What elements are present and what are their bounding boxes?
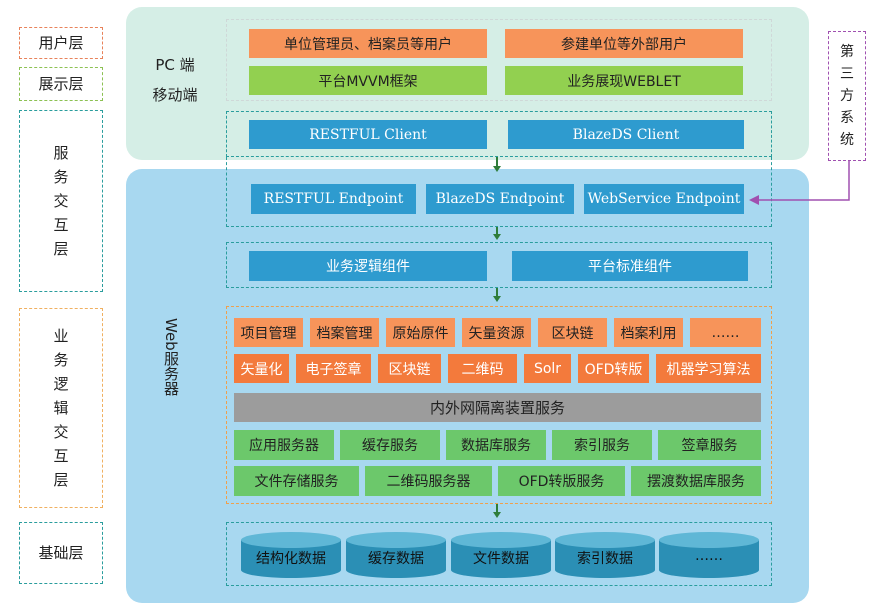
mobile-label: 移动端: [152, 86, 198, 104]
business-item-more: ……: [690, 318, 761, 347]
service-index: 索引服务: [552, 430, 652, 460]
webservice-endpoint: WebService Endpoint: [584, 184, 744, 214]
business-item-original: 原始原件: [386, 318, 455, 347]
arrow-down-icon: [493, 296, 501, 302]
layer-business-logic-label: 业务逻辑交互层: [53, 327, 69, 489]
endpoint-group: [226, 157, 772, 227]
restful-endpoint: RESTFUL Endpoint: [251, 184, 416, 214]
user-box-internal: 单位管理员、档案员等用户: [249, 29, 487, 58]
business-group: [226, 306, 772, 504]
server-panel-label: Web服务器: [161, 318, 180, 396]
web-server-label: Web服务器: [162, 318, 180, 396]
storage-cylinder: 索引数据: [555, 532, 655, 578]
business-item-blockchain: 区块链: [538, 318, 607, 347]
layer-user: 用户层: [19, 27, 103, 59]
restful-client: RESTFUL Client: [249, 120, 487, 149]
connector-line: [496, 504, 498, 512]
business-item-ofd: OFD转版: [578, 354, 649, 383]
layer-business-logic: 业务逻辑交互层: [19, 308, 103, 508]
layer-base-label: 基础层: [38, 544, 84, 562]
storage-cylinder: 缓存数据: [346, 532, 446, 578]
isolation-service: 内外网隔离装置服务: [234, 393, 761, 422]
arrow-left-icon: [749, 195, 759, 205]
business-item-ml: 机器学习算法: [656, 354, 761, 383]
client-panel-label: PC 端 移动端: [140, 50, 210, 110]
storage-group: [226, 522, 772, 586]
business-item-blockchain-2: 区块链: [378, 354, 441, 383]
user-presentation-group: [226, 19, 772, 101]
service-app-server: 应用服务器: [234, 430, 334, 460]
layer-presentation-label: 展示层: [38, 75, 84, 93]
business-item-vector: 矢量资源: [462, 318, 531, 347]
business-item-project: 项目管理: [234, 318, 303, 347]
service-signature: 签章服务: [658, 430, 761, 460]
third-party-connector: [749, 160, 850, 205]
business-logic-component: 业务逻辑组件: [249, 251, 487, 281]
presentation-mvvm: 平台MVVM框架: [249, 66, 487, 95]
blazeds-client: BlazeDS Client: [508, 120, 744, 149]
blazeds-endpoint: BlazeDS Endpoint: [426, 184, 574, 214]
user-box-external: 参建单位等外部用户: [505, 29, 743, 58]
service-qrcode-server: 二维码服务器: [365, 466, 492, 496]
presentation-weblet: 业务展现WEBLET: [505, 66, 743, 95]
business-item-solr: Solr: [524, 354, 571, 383]
service-database: 数据库服务: [446, 430, 546, 460]
business-item-vectorize: 矢量化: [234, 354, 289, 383]
layer-presentation: 展示层: [19, 67, 103, 101]
connector-line: [496, 227, 498, 235]
business-item-archive-use: 档案利用: [614, 318, 683, 347]
storage-cylinder: 结构化数据: [241, 532, 341, 578]
storage-label: 缓存数据: [368, 551, 424, 567]
arrow-down-icon: [493, 512, 501, 518]
layer-base: 基础层: [19, 522, 103, 584]
component-group: [226, 242, 772, 288]
platform-standard-component: 平台标准组件: [512, 251, 748, 281]
business-item-e-signature: 电子签章: [296, 354, 371, 383]
service-ofd: OFD转版服务: [498, 466, 625, 496]
service-file-storage: 文件存储服务: [234, 466, 359, 496]
server-panel: [126, 169, 809, 603]
connector-line: [496, 157, 498, 167]
arrow-down-icon: [493, 166, 501, 172]
storage-label: 索引数据: [577, 551, 633, 567]
service-cache: 缓存服务: [340, 430, 440, 460]
layer-service-interaction: 服务交互层: [19, 110, 103, 292]
layer-service-interaction-label: 服务交互层: [53, 144, 69, 258]
arrow-down-icon: [493, 234, 501, 240]
connector-line: [496, 288, 498, 296]
pc-label: PC 端: [155, 56, 195, 74]
service-ferry-db: 摆渡数据库服务: [631, 466, 761, 496]
storage-cylinder: 文件数据: [451, 532, 551, 578]
third-party-system: 第三方系统: [828, 31, 866, 161]
storage-cylinder: ……: [659, 532, 759, 578]
storage-label: ……: [695, 548, 723, 564]
business-item-qrcode: 二维码: [448, 354, 517, 383]
business-item-archive: 档案管理: [310, 318, 379, 347]
storage-label: 结构化数据: [256, 551, 326, 567]
layer-user-label: 用户层: [38, 34, 84, 52]
third-party-label: 第三方系统: [840, 44, 854, 148]
client-group: [226, 111, 772, 157]
storage-label: 文件数据: [473, 551, 529, 567]
